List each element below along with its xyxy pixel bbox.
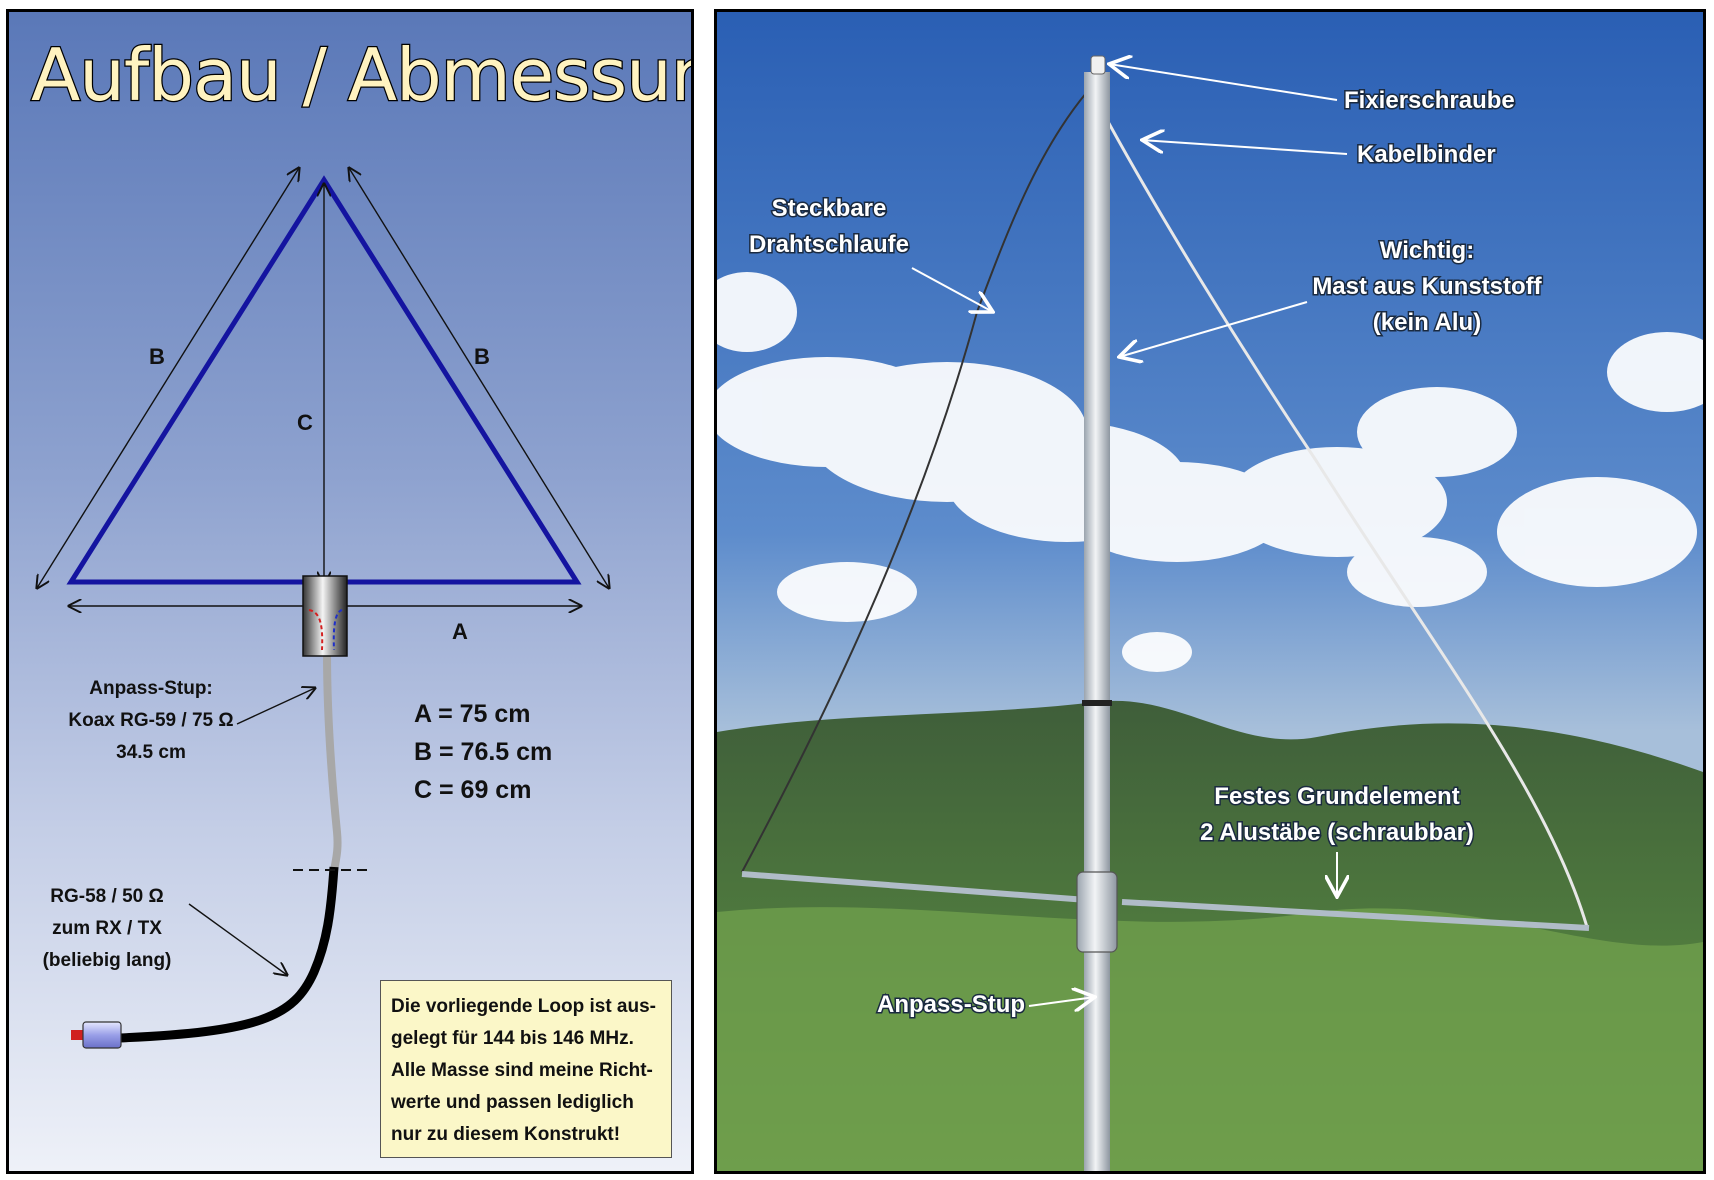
label-b-right: B [474, 344, 490, 369]
plastic-mast [1084, 72, 1110, 1171]
mast-joint [1082, 700, 1112, 706]
dimension-arrow-b-right [349, 168, 609, 588]
note-line: Die vorliegende Loop ist aus- [391, 996, 656, 1017]
note-box: Die vorliegende Loop ist aus- gelegt für… [380, 980, 672, 1158]
dimension-c-value: C = 69 cm [414, 776, 531, 804]
label-kabelbinder: Kabelbinder [1357, 141, 1496, 168]
label-anpass-stup: Anpass-Stup [877, 991, 1025, 1018]
wire-loop-right [1098, 106, 1589, 928]
label-wichtig-1: Wichtig: [1380, 237, 1474, 264]
label-grundelement-2: 2 Alustäbe (schraubbar) [1200, 819, 1474, 846]
feed-label-line-1: RG-58 / 50 Ω [50, 886, 163, 907]
inner-wire-blue [332, 609, 343, 651]
label-grundelement-1: Festes Grundelement [1214, 783, 1459, 810]
feed-pointer-arrow [188, 903, 287, 975]
fixing-screw [1090, 55, 1106, 75]
alu-rod-left [741, 871, 1088, 903]
plug-pin [71, 1030, 85, 1040]
construction-diagram-panel: Aufbau / Abmessungen B B C A Anpass-Stup… [6, 9, 694, 1174]
pointer-fixierschraube [1109, 64, 1338, 101]
note-line: Alle Masse sind meine Richt- [391, 1060, 653, 1081]
coax-plug [82, 1021, 122, 1049]
antenna-photo: Fixierschraube Kabelbinder Steckbare Dra… [717, 12, 1703, 1171]
stub-label-line-3: 34.5 cm [116, 742, 186, 763]
note-line: nur zu diesem Konstrukt! [391, 1124, 621, 1145]
wire-loop-left [741, 91, 1088, 873]
pointer-steckbare [911, 267, 993, 312]
pointer-kabelbinder [1142, 140, 1348, 155]
antenna-photo-panel: Fixierschraube Kabelbinder Steckbare Dra… [714, 9, 1706, 1174]
stub-label-line-2: Koax RG-59 / 75 Ω [68, 710, 233, 731]
stub-label-line-1: Anpass-Stup: [89, 678, 213, 699]
loop-diagram: Aufbau / Abmessungen B B C A Anpass-Stup… [30, 32, 691, 1049]
stub-pointer-arrow [236, 688, 315, 725]
note-line: gelegt für 144 bis 146 MHz. [391, 1028, 634, 1049]
label-a: A [452, 619, 468, 644]
dimension-a-value: A = 75 cm [414, 700, 531, 728]
label-steckbare-2: Drahtschlaufe [749, 231, 909, 258]
pointer-wichtig [1119, 301, 1308, 357]
coax-feed-rg58 [118, 866, 339, 1043]
stub-housing [1076, 871, 1118, 953]
label-wichtig-2: Mast aus Kunststoff [1312, 273, 1542, 300]
feed-label-line-3: (beliebig lang) [43, 950, 172, 971]
dimension-b-value: B = 76.5 cm [414, 738, 552, 766]
feed-label-line-2: zum RX / TX [52, 918, 162, 939]
coax-stub-rg59 [323, 651, 342, 873]
label-b-left: B [149, 344, 165, 369]
feedpoint-cylinder [302, 575, 348, 657]
label-c: C [297, 410, 313, 435]
pointer-anpass-stup [1028, 997, 1095, 1006]
label-fixierschraube: Fixierschraube [1344, 87, 1515, 114]
meadow [717, 907, 1703, 1171]
dimension-arrow-b-left [37, 168, 299, 588]
alu-rod-right [1121, 899, 1590, 931]
label-steckbare-1: Steckbare [772, 195, 887, 222]
note-line: werte und passen lediglich [391, 1092, 634, 1113]
inner-wire-red [308, 609, 324, 651]
diagram-title: Aufbau / Abmessungen [31, 33, 691, 117]
clouds [717, 272, 1703, 672]
label-wichtig-3: (kein Alu) [1373, 309, 1481, 336]
